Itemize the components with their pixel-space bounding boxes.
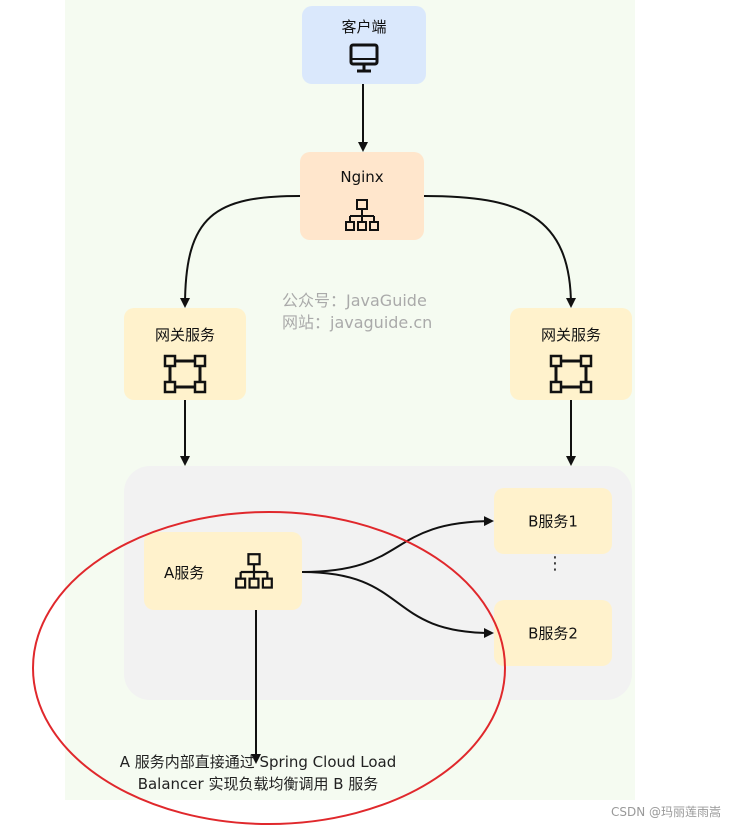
watermark-line-2: 网站：javaguide.cn	[282, 313, 433, 332]
nodes-square-icon	[549, 354, 593, 394]
watermark-line-1: 公众号：JavaGuide	[282, 291, 427, 310]
nodes-square-icon	[163, 354, 207, 394]
annotation-line-1: A 服务内部直接通过 Spring Cloud Load	[119, 753, 397, 771]
service-b2-label: B服务2	[528, 624, 578, 643]
service-b1-label: B服务1	[528, 512, 578, 531]
edge-a-to-b1	[301, 516, 494, 573]
monitor-icon	[349, 43, 379, 73]
edge-nginx-to-gateway-right	[423, 195, 576, 308]
gateway-right-node: 网关服务	[510, 308, 632, 400]
nginx-label: Nginx	[340, 168, 384, 186]
nginx-node: Nginx	[300, 152, 424, 240]
client-label: 客户端	[341, 18, 387, 36]
gateway-left-node: 网关服务	[124, 308, 246, 400]
edge-a-to-b2	[301, 571, 494, 638]
footer-credit: CSDN @玛丽莲雨嵩	[610, 805, 721, 819]
client-node: 客户端	[302, 6, 426, 84]
highlight-ellipse	[32, 511, 506, 825]
annotation-line-2: Balancer 实现负载均衡调用 B 服务	[137, 775, 379, 793]
service-a-node: A服务	[144, 532, 302, 610]
gateway-right-label: 网关服务	[540, 326, 601, 344]
watermark: 公众号：JavaGuide 网站：javaguide.cn	[282, 290, 432, 334]
gateway-left-label: 网关服务	[154, 326, 215, 344]
sitemap-icon	[345, 199, 379, 231]
service-a-label: A服务	[164, 564, 205, 582]
service-b2-node: B服务2	[494, 600, 612, 666]
service-b1-node: B服务1	[494, 488, 612, 554]
sitemap-icon	[235, 553, 273, 589]
annotation-note: A 服务内部直接通过 Spring Cloud Load Balancer 实现…	[78, 751, 438, 795]
edge-nginx-to-gateway-left	[180, 195, 301, 308]
